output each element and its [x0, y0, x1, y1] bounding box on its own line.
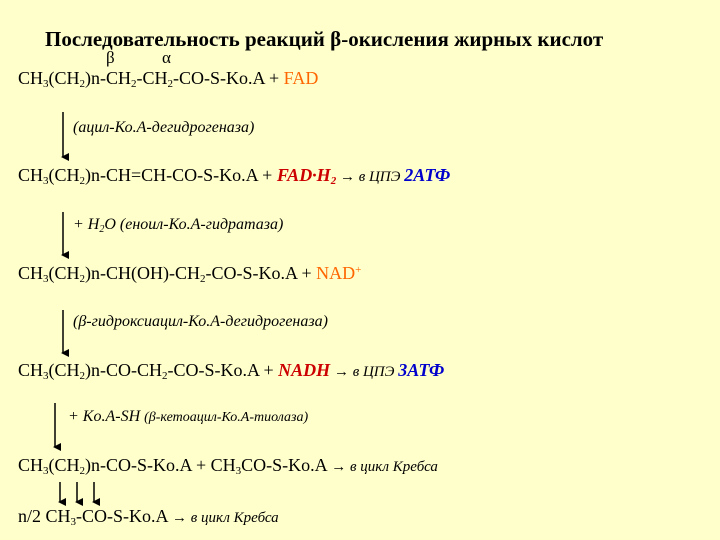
- reaction-6: n/2 CH3-CO-S-Ko.A → в цикл Кребса: [18, 506, 279, 528]
- fad-cofactor: FAD: [283, 68, 319, 88]
- reaction-3: CH3(CH2)n-CH(OH)-CH2-CO-S-Ko.A + NAD+: [18, 263, 362, 285]
- beta-label: β: [106, 48, 115, 67]
- fadh2-product: FAD·H2: [276, 165, 337, 187]
- reaction-5: CH3(CH2)n-CO-S-Ko.A + CH3CO-S-Ko.A → в ц…: [18, 455, 438, 477]
- reaction-1: CH3(CH2)n-CH2-CH2-CO-S-Ko.A + FAD: [18, 68, 319, 90]
- page-title: Последовательность реакций β-окисления ж…: [45, 27, 604, 51]
- nad-cofactor: NAD+: [316, 263, 362, 283]
- nadh-product: NADH: [278, 360, 331, 380]
- atp-yield-2: 2АТФ: [404, 165, 451, 185]
- enzyme-acyl-dehydrogenase: (ацил-Ко.А-дегидрогеназа): [73, 119, 255, 136]
- reaction-2: CH3(CH2)n-CH=CH-CO-S-Ko.A + FAD·H2 → в Ц…: [18, 165, 451, 187]
- enzyme-enoyl-hydratase: + H2O (еноил-Ко.А-гидратаза): [73, 216, 284, 235]
- enzyme-hydroxyacyl-dehydrogenase: (β-гидроксиацил-Ко.А-дегидрогеназа): [73, 313, 328, 330]
- alpha-label: α: [162, 48, 171, 67]
- enzyme-thiolase: + Ko.A-SH (β-кетоацил-Ко.А-тиолаза): [68, 408, 309, 425]
- reaction-4: CH3(CH2)n-CO-CH2-CO-S-Ko.A + NADH → в ЦП…: [18, 360, 445, 382]
- atp-yield-4: 3АТФ: [398, 360, 445, 380]
